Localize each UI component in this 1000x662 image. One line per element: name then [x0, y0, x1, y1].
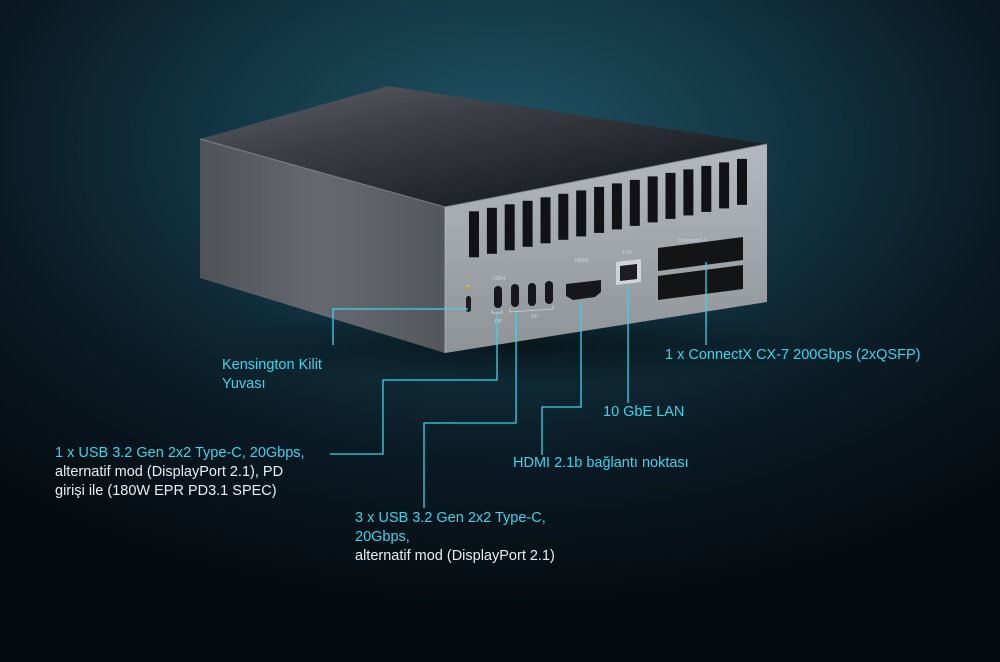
usb4-port-tag: USB4	[492, 276, 505, 282]
usb-c-port-single: USB4 DP	[492, 276, 505, 325]
vent-slot	[629, 179, 640, 226]
callout-leader-lines	[330, 262, 707, 508]
port-row: 🔒 USB4 DP DP HDMI 10G ConnectX-7	[465, 237, 743, 325]
usb-c-port-triple: DP	[511, 281, 553, 320]
vent-slot	[558, 193, 569, 240]
dp-port-tag-2: DP	[531, 314, 538, 320]
vent-slot	[540, 197, 551, 244]
port-group-brackets	[491, 305, 554, 314]
vent-slot	[701, 165, 712, 212]
dp-port-tag: DP	[495, 319, 502, 325]
hdmi-title: HDMI 2.1b bağlantı noktası	[513, 455, 689, 471]
kensington-leader-line	[332, 308, 468, 345]
mini-pc-chassis	[199, 86, 768, 353]
usb-single-line2: alternatif mod (DisplayPort 2.1), PD	[55, 464, 284, 480]
usb-triple-line3: alternatif mod (DisplayPort 2.1)	[355, 548, 555, 564]
lan-title: 10 GbE LAN	[603, 404, 685, 420]
lan-port-tag: 10G	[622, 250, 632, 256]
lock-icon: 🔒	[465, 283, 471, 290]
vent-slot	[576, 190, 587, 237]
usb-single-title: 1 x USB 3.2 Gen 2x2 Type-C, 20Gbps,	[55, 445, 305, 461]
hdmi-logo-icon: HDMI	[575, 258, 588, 264]
vent-slot	[665, 172, 676, 219]
usb-triple-title2: 20Gbps,	[355, 529, 410, 545]
kensington-label-line1: Kensington Kilit	[222, 357, 322, 373]
usb-triple-leader-line	[423, 310, 517, 508]
vent-slot	[737, 158, 747, 205]
usb-single-label: 1 x USB 3.2 Gen 2x2 Type-C, 20Gbps, alte…	[55, 444, 305, 501]
usb-triple-label: 3 x USB 3.2 Gen 2x2 Type-C, 20Gbps, alte…	[355, 509, 555, 566]
lan-label: 10 GbE LAN	[603, 403, 684, 422]
lan-port: 10G	[616, 250, 641, 285]
chassis-top-face	[200, 86, 767, 207]
connectx-label: 1 x ConnectX CX-7 200Gbps (2xQSFP)	[665, 346, 920, 365]
usb-single-leader-line	[330, 312, 498, 455]
vent-slot	[522, 200, 533, 247]
usb-single-line3: girişi ile (180W EPR PD3.1 SPEC)	[55, 483, 277, 499]
connectx-port-tag: ConnectX-7	[678, 238, 707, 244]
vent-slot	[486, 207, 497, 254]
usb-triple-title1: 3 x USB 3.2 Gen 2x2 Type-C,	[355, 510, 546, 526]
hdmi-port: HDMI	[566, 258, 601, 300]
vent-slot	[647, 176, 658, 223]
chassis-side-face	[200, 139, 445, 353]
hdmi-leader-line	[541, 302, 582, 455]
connectx-qsfp-ports: ConnectX-7	[658, 237, 743, 300]
connectx-title: 1 x ConnectX CX-7 200Gbps (2xQSFP)	[665, 347, 921, 363]
vent-slot	[504, 204, 515, 251]
kensington-slot: 🔒	[465, 283, 471, 312]
vent-slot	[683, 169, 694, 216]
kensington-label: Kensington Kilit Yuvası	[222, 356, 322, 394]
hdmi-label: HDMI 2.1b bağlantı noktası	[513, 454, 689, 473]
vent-grille	[469, 158, 747, 258]
kensington-label-line2: Yuvası	[222, 376, 266, 392]
vent-slot	[611, 183, 622, 230]
vent-slot	[469, 211, 479, 258]
vent-slot	[719, 162, 730, 209]
vent-slot	[594, 186, 605, 233]
